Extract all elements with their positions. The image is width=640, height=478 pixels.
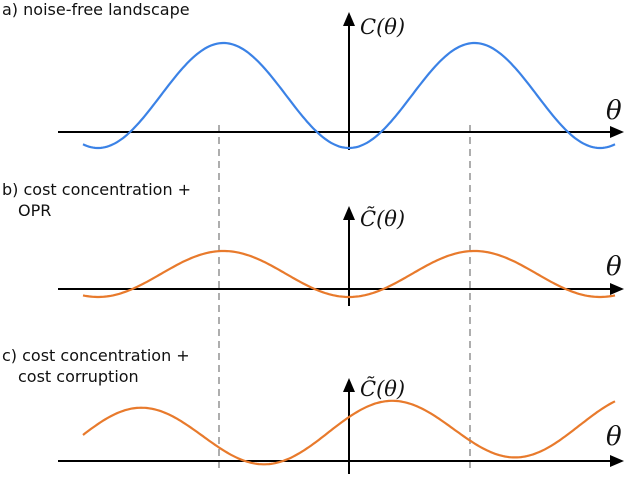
panel-b-y-label: C̃(θ) bbox=[360, 207, 406, 231]
panel-b-label-line1: b) cost concentration + bbox=[2, 180, 192, 199]
panel-b-x-arrow bbox=[610, 283, 624, 295]
panel-a-y-arrow bbox=[343, 12, 355, 26]
panel-b-x-label: θ bbox=[606, 252, 622, 282]
panel-c-curve bbox=[82, 399, 616, 466]
panel-a-x-label: θ bbox=[606, 96, 622, 126]
panel-c-y-arrow bbox=[343, 378, 355, 392]
panel-c-label-line2: cost corruption bbox=[18, 367, 139, 386]
panel-b-label-line2: OPR bbox=[18, 201, 52, 220]
panel-c-label-line1: c) cost concentration + bbox=[2, 346, 190, 365]
panel-c-y-label: C̃(θ) bbox=[360, 377, 406, 401]
panel-c-x-arrow bbox=[610, 455, 624, 467]
panel-a-label: a) noise-free landscape bbox=[2, 0, 190, 19]
panel-a-curve bbox=[82, 41, 616, 150]
panel-b-y-arrow bbox=[343, 206, 355, 220]
panel-a-y-label: C(θ) bbox=[360, 15, 406, 39]
panel-c-x-label: θ bbox=[606, 422, 622, 452]
panel-b-curve bbox=[82, 249, 616, 299]
panel-a-x-arrow bbox=[610, 126, 624, 138]
